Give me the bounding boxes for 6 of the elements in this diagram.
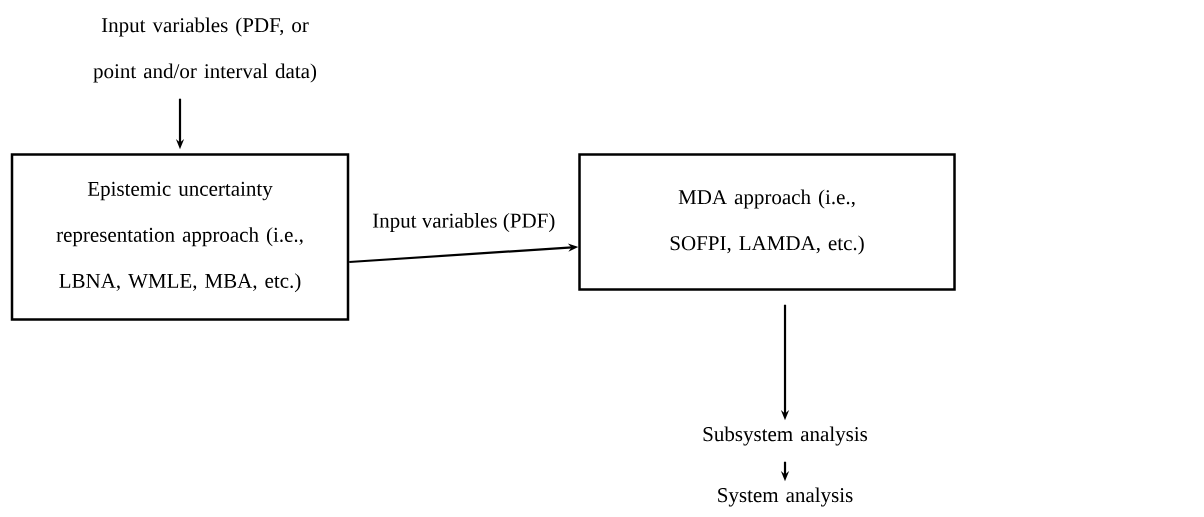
input-text: Input variables (PDF, or point and/or interval data)	[93, 17, 317, 83]
output-text: System analysis	[718, 487, 853, 507]
process-box: Epistemic uncertainty representation approach (i.e., LBNA, WMLE, MBA, etc.)	[10, 153, 350, 321]
output-text: Subsystem analysis	[703, 426, 868, 446]
process-box: MDA approach (i.e., SOFPI, LAMDA, etc.)	[578, 153, 956, 291]
edge-label: Input variables (PDF)	[372, 213, 555, 232]
